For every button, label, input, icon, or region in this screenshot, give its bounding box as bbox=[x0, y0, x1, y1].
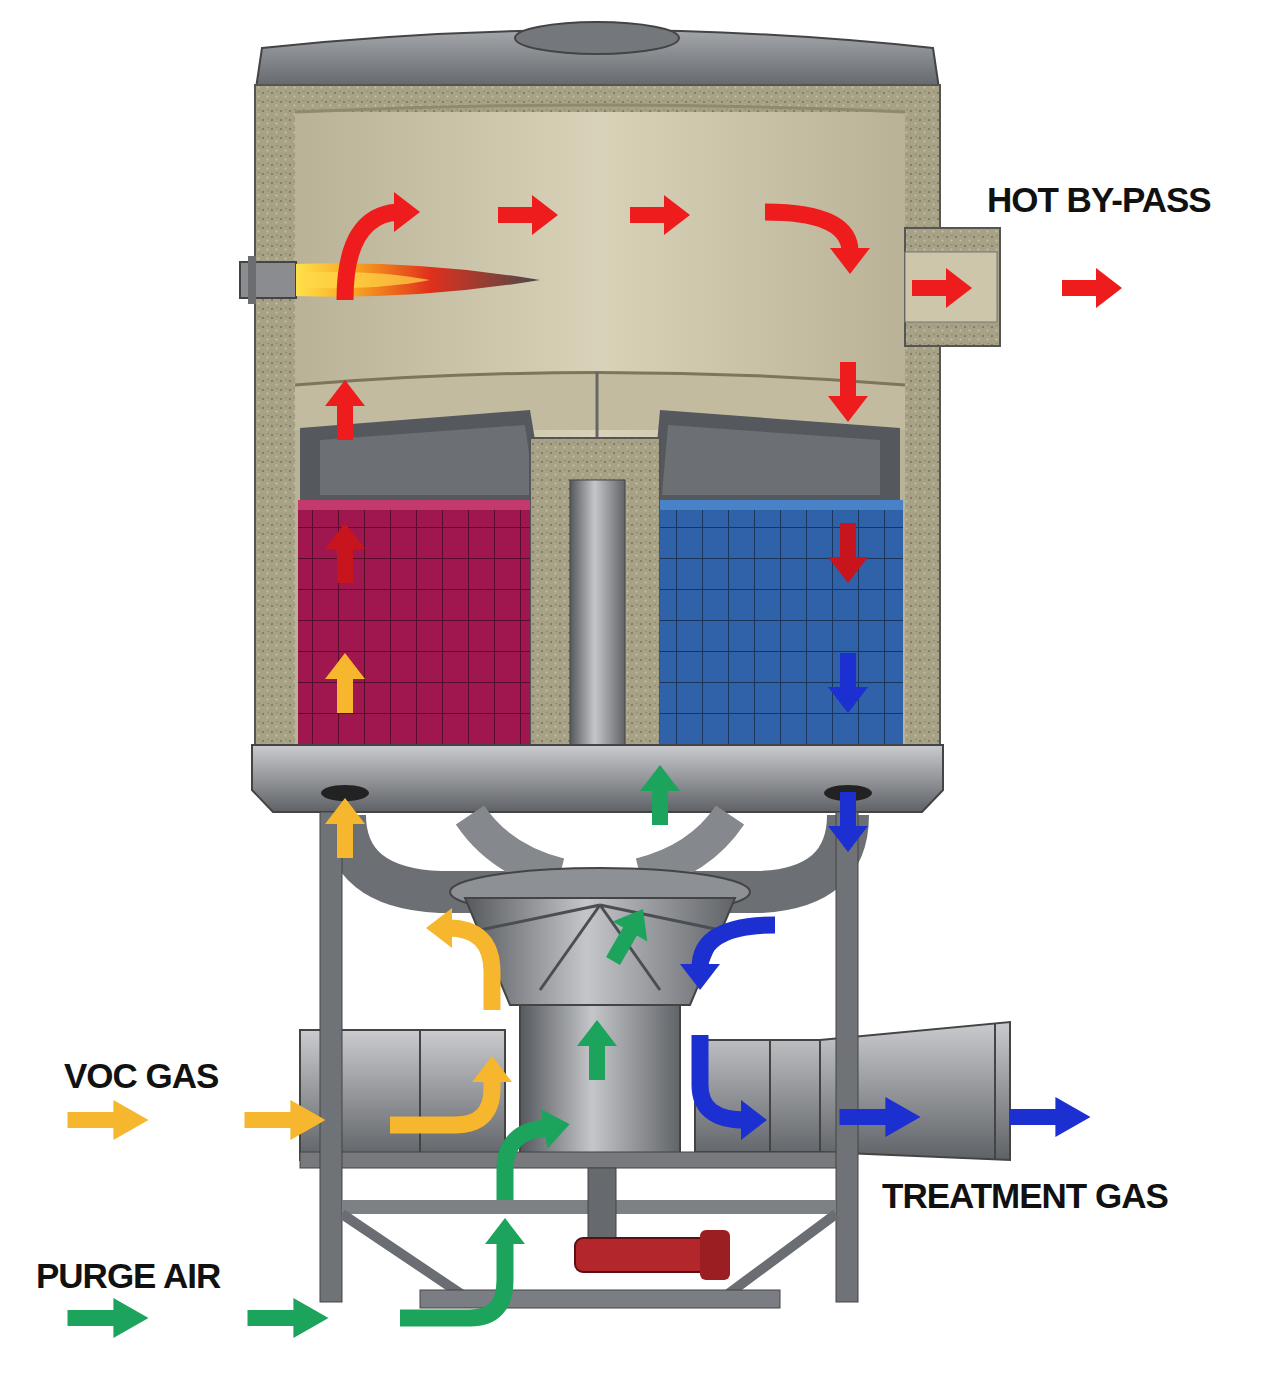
vessel bbox=[240, 22, 1000, 812]
purge-arrows bbox=[68, 765, 681, 1338]
rotary-valve bbox=[300, 815, 1010, 1168]
flow-label: HOT BY-PASS bbox=[985, 182, 1213, 217]
flow-label: TREATMENT GAS bbox=[880, 1178, 1170, 1213]
support-frame bbox=[320, 812, 858, 1308]
flow-label: PURGE AIR bbox=[34, 1258, 222, 1293]
flow-label: VOC GAS bbox=[62, 1058, 220, 1093]
hot-gas-arrows bbox=[325, 192, 1122, 583]
treated-gas-arrows bbox=[680, 653, 1091, 1140]
